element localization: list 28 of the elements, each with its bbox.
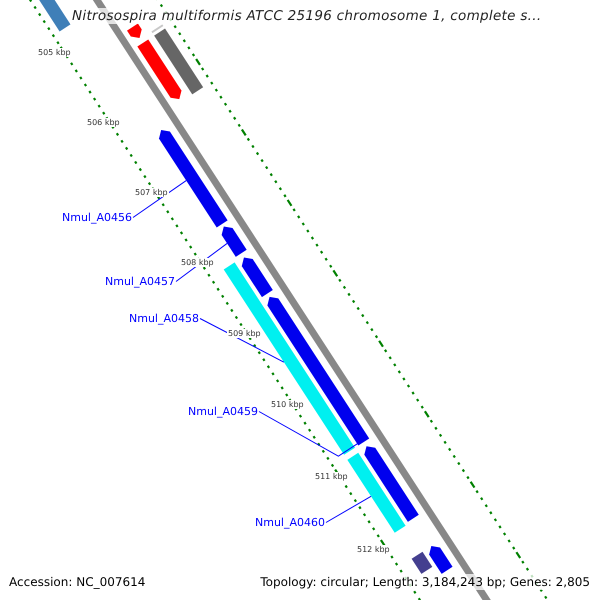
gene-label: Nmul_A0460 xyxy=(255,516,325,529)
gene-bar xyxy=(267,296,370,446)
genome-summary-text: Topology: circular; Length: 3,184,243 bp; Genes: 2,805 xyxy=(258,574,592,590)
scale-label: 510 kbp xyxy=(270,400,305,409)
gene-label: Nmul_A0458 xyxy=(129,312,199,325)
gene-bar xyxy=(222,226,247,257)
gene-label: Nmul_A0459 xyxy=(188,405,258,418)
leader-line xyxy=(200,318,284,363)
leader-line xyxy=(132,180,187,218)
scale-label: 512 kbp xyxy=(356,545,391,554)
scale-label: 505 kbp xyxy=(37,48,72,57)
scale-label: 511 kbp xyxy=(314,472,349,481)
gene-label: Nmul_A0457 xyxy=(105,275,175,288)
scale-label: 506 kbp xyxy=(86,118,121,127)
scale-label: 508 kbp xyxy=(180,258,215,267)
gene-bar xyxy=(154,28,204,94)
accession-text: Accession: NC_007614 xyxy=(7,574,148,590)
gene-bar xyxy=(412,552,432,574)
scale-label: 507 kbp xyxy=(134,188,169,197)
gene-bar xyxy=(364,446,419,522)
gene-bar xyxy=(137,39,182,100)
gene-bar xyxy=(242,258,273,298)
gene-label: Nmul_A0456 xyxy=(62,211,132,224)
scale-label: 509 kbp xyxy=(227,329,262,338)
gene-bar xyxy=(429,546,453,574)
gene-bar xyxy=(347,452,406,533)
leader-line xyxy=(258,411,358,457)
leader-line xyxy=(326,496,372,523)
